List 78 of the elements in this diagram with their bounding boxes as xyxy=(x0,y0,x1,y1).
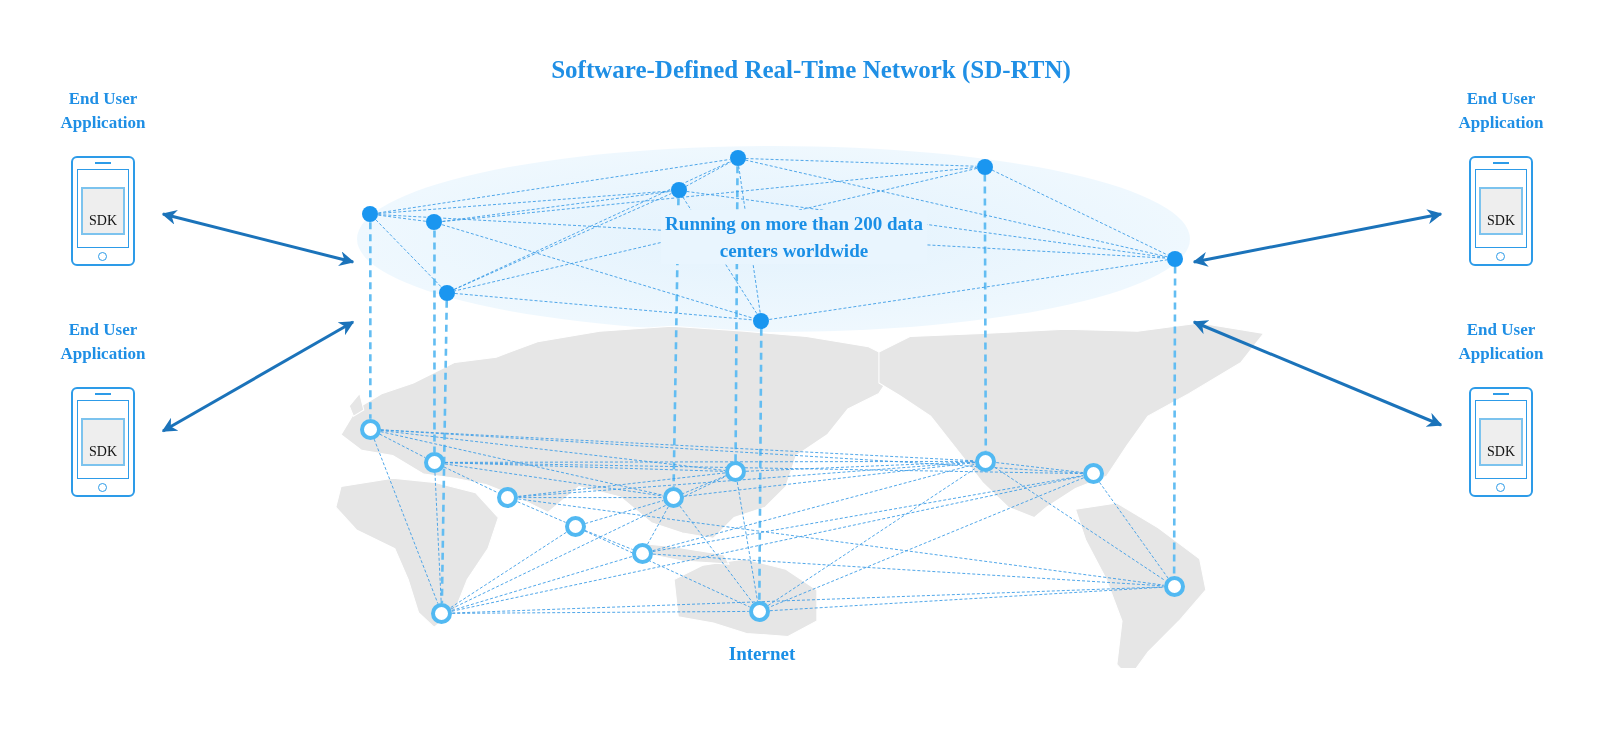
network-link xyxy=(380,429,1084,474)
app-heading: End User Application xyxy=(59,88,147,134)
network-link xyxy=(768,259,1168,320)
vertical-link xyxy=(440,300,449,603)
network-link xyxy=(652,553,1165,587)
network-link xyxy=(454,167,978,292)
network-link xyxy=(443,466,499,494)
network-link xyxy=(434,472,442,604)
network-link xyxy=(453,193,672,290)
app-heading: End User Application xyxy=(59,319,147,365)
double-arrow xyxy=(1192,209,1443,267)
network-link xyxy=(517,501,566,523)
network-link xyxy=(685,161,731,187)
network-link xyxy=(441,190,672,222)
network-link xyxy=(450,475,727,610)
network-link xyxy=(647,506,669,545)
network-link xyxy=(682,196,758,315)
network-link xyxy=(995,462,1084,473)
app-heading: End User Application xyxy=(1457,319,1545,365)
app-heading: End User Application xyxy=(1457,88,1545,134)
network-node-ring xyxy=(631,542,653,564)
sdk-label: SDK xyxy=(1479,187,1523,235)
diagram-title: Software-Defined Real-Time Network (SD-RTN) xyxy=(551,56,1071,84)
network-link xyxy=(444,462,1084,475)
vertical-link xyxy=(1172,266,1177,577)
network-link xyxy=(738,165,761,314)
network-link xyxy=(441,166,978,223)
network-node-ring xyxy=(497,487,519,509)
network-link xyxy=(994,466,1166,582)
network-link xyxy=(453,161,731,290)
vertical-link xyxy=(369,222,372,419)
network-link xyxy=(377,159,731,214)
network-link xyxy=(377,214,427,222)
sdk-label: SDK xyxy=(1479,418,1523,466)
network-link xyxy=(652,463,977,552)
vertical-link xyxy=(433,230,436,452)
double-arrow xyxy=(1192,320,1443,427)
network-link xyxy=(768,477,1085,608)
network-link xyxy=(517,497,664,498)
network-link xyxy=(745,158,978,167)
network-link xyxy=(736,481,758,602)
network-link xyxy=(380,431,664,496)
network-link xyxy=(769,586,1165,612)
network-link xyxy=(451,475,1084,612)
network-link xyxy=(584,529,634,550)
network-link xyxy=(451,555,633,611)
network-link xyxy=(991,169,1169,256)
network-link xyxy=(1099,481,1169,579)
network-ellipse xyxy=(357,146,1190,332)
network-link xyxy=(744,159,1168,258)
network-link xyxy=(377,190,672,214)
network-link xyxy=(683,462,976,497)
network-link xyxy=(517,472,726,497)
network-link xyxy=(584,530,751,608)
network-link xyxy=(767,466,978,606)
sdk-label: SDK xyxy=(81,187,125,235)
network-link xyxy=(379,433,426,459)
network-link xyxy=(584,500,664,524)
network-link xyxy=(373,438,439,605)
vertical-link xyxy=(672,198,680,488)
network-link xyxy=(450,531,567,609)
network-link xyxy=(375,219,442,288)
network-link xyxy=(444,463,664,497)
network-link xyxy=(745,461,976,472)
network-caption: Running on more than 200 data centers worldwide xyxy=(661,210,927,264)
double-arrow xyxy=(161,210,355,266)
network-link xyxy=(454,293,754,321)
network-link xyxy=(652,475,1084,553)
vertical-link xyxy=(734,166,739,462)
data-center-dot xyxy=(362,206,379,223)
network-link xyxy=(451,586,1165,614)
network-link xyxy=(377,214,1168,259)
double-arrow xyxy=(161,320,355,433)
vertical-link xyxy=(758,328,763,601)
network-node-ring xyxy=(564,516,586,537)
sdk-label: SDK xyxy=(81,418,125,466)
internet-caption: Internet xyxy=(728,643,796,665)
network-link xyxy=(517,498,1165,586)
